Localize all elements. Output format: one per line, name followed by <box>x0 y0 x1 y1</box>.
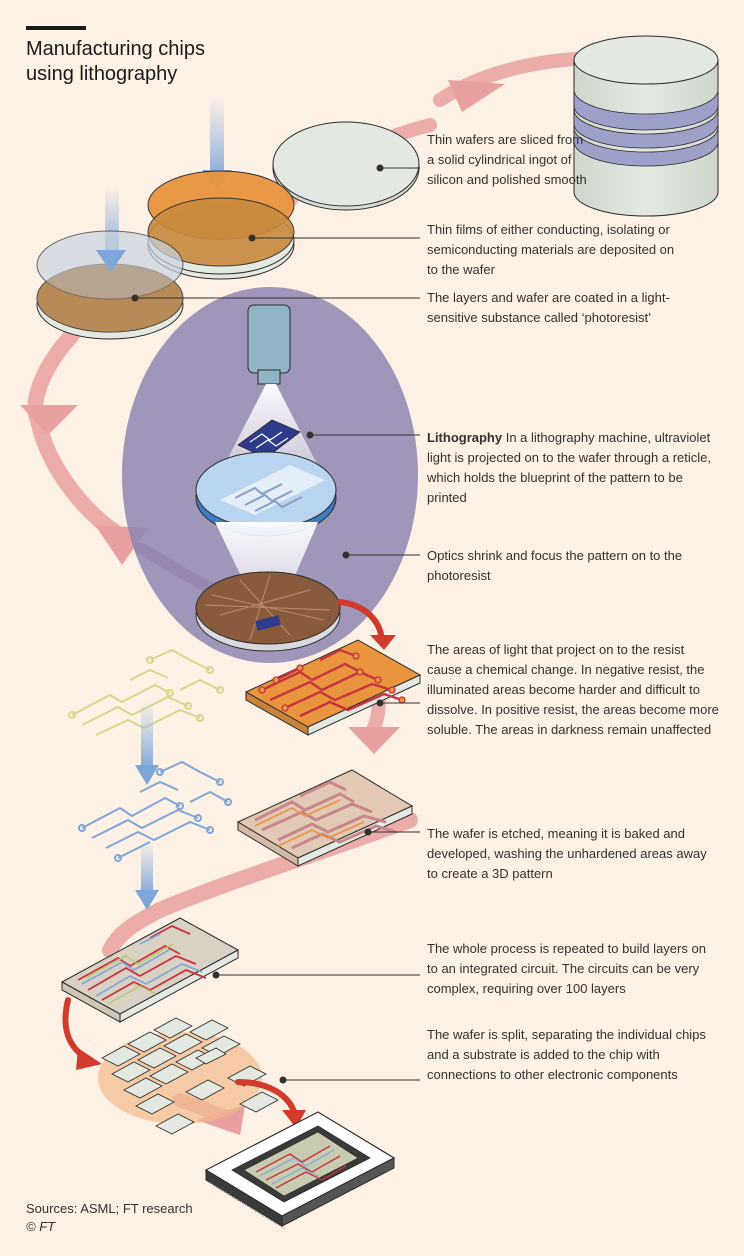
caption-step-1: Thin wafers are sliced from a solid cyli… <box>427 130 587 190</box>
red-arrowhead-1 <box>370 635 396 650</box>
integrated-circuit-stack <box>60 917 240 1023</box>
circuit-layer-blue <box>78 760 232 862</box>
caption-step-5-text: Optics shrink and focus the pattern on t… <box>427 548 683 583</box>
leader-lines <box>131 164 420 1084</box>
flow-arrowhead-1 <box>448 80 505 112</box>
caption-step-8-text: The whole process is repeated to build l… <box>427 941 706 996</box>
title-rule <box>26 26 86 30</box>
red-arrow-to-package <box>235 1079 298 1118</box>
caption-step-3: The layers and wafer are coated in a lig… <box>427 288 717 328</box>
packaged-chip <box>204 1111 396 1231</box>
sources-text: Sources: ASML; FT research <box>26 1201 193 1216</box>
title-line-2: using lithography <box>26 63 178 85</box>
layer-stack-arrows <box>135 700 159 910</box>
caption-step-2: Thin films of either conducting, isolati… <box>427 220 687 280</box>
red-arrowhead-2 <box>76 1048 102 1070</box>
copyright-text: © FT <box>26 1219 56 1234</box>
caption-step-5: Optics shrink and focus the pattern on t… <box>427 546 717 586</box>
caption-step-9: The wafer is split, separating the indiv… <box>427 1025 707 1085</box>
caption-step-4: Lithography In a lithography machine, ul… <box>427 428 719 508</box>
caption-step-7-text: The wafer is etched, meaning it is baked… <box>427 826 707 881</box>
flow-arrowhead-2 <box>20 405 78 435</box>
caption-step-4-text: In a lithography machine, ultraviolet li… <box>427 430 711 505</box>
photoresist-wafer <box>36 185 184 340</box>
exposed-resist-plate <box>244 639 422 736</box>
flow-arrow-left-descent <box>27 327 136 548</box>
flow-arrowhead-4 <box>348 727 400 754</box>
sources-footer: Sources: ASML; FT research © FT <box>26 1200 193 1236</box>
caption-step-3-text: The layers and wafer are coated in a lig… <box>427 290 670 325</box>
page-title: Manufacturing chips using lithography <box>26 37 286 87</box>
film-wafer <box>147 95 295 280</box>
sliced-wafer <box>272 121 420 211</box>
caption-step-7: The wafer is etched, meaning it is baked… <box>427 824 717 884</box>
caption-step-6-text: The areas of light that project on to th… <box>427 642 719 737</box>
caption-step-1-text: Thin wafers are sliced from a solid cyli… <box>427 132 587 187</box>
split-chips <box>98 1017 279 1135</box>
caption-step-8: The whole process is repeated to build l… <box>427 939 719 999</box>
red-arrowhead-3 <box>282 1110 306 1128</box>
title-line-1: Manufacturing chips <box>26 38 205 60</box>
red-arrow-to-split <box>62 997 89 1061</box>
silicon-ingot <box>573 35 719 217</box>
lithography-machine <box>122 287 418 663</box>
etched-plate <box>236 769 414 867</box>
flow-arrow-ingot-to-wafer <box>433 51 602 107</box>
caption-step-2-text: Thin films of either conducting, isolati… <box>427 222 675 277</box>
caption-step-6: The areas of light that project on to th… <box>427 640 719 740</box>
caption-step-9-text: The wafer is split, separating the indiv… <box>427 1027 706 1082</box>
red-arrow-to-resist <box>337 599 385 643</box>
caption-step-4-heading: Lithography <box>427 430 503 445</box>
